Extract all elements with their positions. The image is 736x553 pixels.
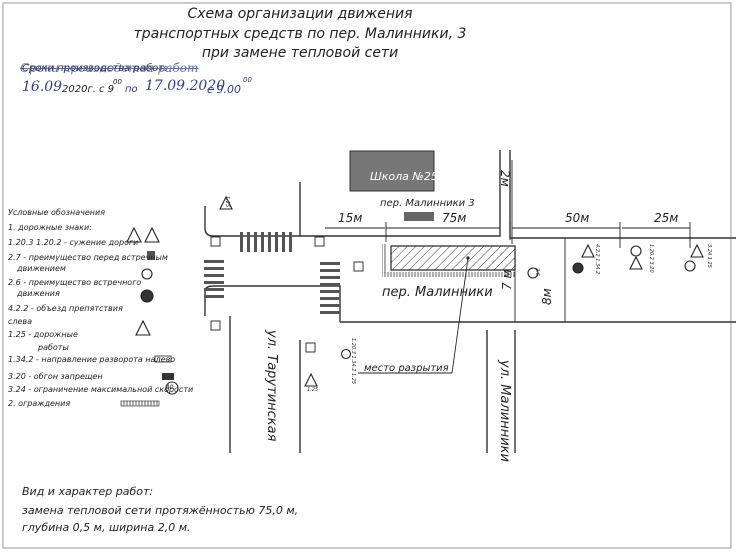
dimension-8m: 8м: [540, 288, 554, 305]
sign-code-26: 2.6: [534, 268, 540, 276]
dimension-15m: 15м: [338, 211, 363, 225]
street-right-label: ул. Малинники: [497, 360, 512, 462]
legend-item: 1.34.2 - направление разворота налево: [8, 355, 176, 364]
fence-legend: [120, 400, 160, 407]
sign-code-6: 3.24 1.25: [706, 244, 712, 268]
dimension-50m: 50м: [565, 211, 590, 225]
road-sign-circles: [140, 245, 696, 395]
school-building: [349, 150, 435, 192]
title-line-2: транспортных средств по пер. Малинники, …: [133, 26, 467, 42]
dimension-25m: 25м: [654, 211, 679, 225]
road-sign-triangles: [126, 195, 704, 387]
legend-item: работы: [38, 343, 69, 352]
legend-item: 2.6 - преимущество встречного: [8, 278, 142, 287]
legend-item: слева: [8, 317, 33, 326]
sign-1-34-2: [154, 355, 172, 363]
dimension-2m: 2м: [498, 170, 512, 187]
sign-code-125-bottom: 1.25: [307, 387, 319, 393]
speed-limit-value: 40: [166, 384, 174, 391]
work-period-label: Сроки производства работ:: [22, 63, 168, 74]
work-period-sup: 00: [113, 78, 122, 86]
fence-bottom: [382, 272, 516, 277]
pedestrian-signs: [210, 236, 364, 353]
excavation-label: место разрытия: [364, 363, 449, 374]
sign-code-3: 1.20.2 3.20: [648, 244, 654, 273]
legend-item: 2.7 - преимущество перед встречным: [8, 253, 168, 262]
excavation-leader: [451, 257, 469, 374]
dimension-lines: [325, 160, 691, 322]
work-description-line-3: глубина 0,5 м, ширина 2,0 м.: [22, 521, 191, 534]
crosswalks: [204, 232, 340, 314]
work-period-strike: Сроки производства работ: [20, 61, 199, 75]
legend-item: 1. дорожные знаки:: [8, 223, 92, 232]
dimension-7m: 7 м: [500, 269, 514, 290]
house-building: [404, 212, 434, 221]
legend-item: 3.20 - обгон запрещен: [8, 372, 103, 381]
road-outlines: [204, 150, 736, 453]
handwritten-end-date: 17.09.2020: [145, 78, 226, 94]
fence-left: [382, 244, 386, 274]
legend-item: 1.25 - дорожные: [8, 330, 78, 339]
legend-item: 4.2.2 - объезд препятствия: [8, 304, 123, 313]
sign-code-4: 4.2.2 1.34.2: [594, 244, 600, 275]
school-label: Школа №25: [370, 170, 438, 183]
work-description-line-2: замена тепловой сети протяжённостью 75,0…: [22, 504, 299, 517]
dimension-75m: 75м: [442, 211, 467, 225]
handwritten-start-date: 16.09: [22, 79, 63, 95]
legend-item: 2. ограждения: [8, 399, 71, 408]
handwritten-to: по: [125, 84, 138, 95]
sign-3-20: [162, 373, 174, 380]
sign-2-7: [147, 251, 155, 260]
work-period-year: 2020г. с 9: [62, 84, 115, 95]
work-description-line-1: Вид и характер работ:: [22, 485, 154, 498]
legend-item: движением: [17, 264, 66, 273]
handwritten-sup: 00: [243, 76, 252, 84]
sign-code-5: 1.20.3 1.34.2 1.25: [350, 338, 356, 385]
lane-street-label: пер. Малинники: [382, 285, 493, 300]
sign-code-125-top: 1.25: [224, 196, 230, 208]
excavation-area: [390, 245, 516, 271]
title-line-1: Схема организации движения: [187, 6, 413, 22]
legend-item: движения: [17, 289, 60, 298]
legend-item: 3.24 - ограничение максимальной скорости: [8, 385, 194, 394]
legend-item: 1.20.3 1.20.2 - сужение дороги: [8, 238, 139, 247]
handwritten-time: с 9.00: [207, 83, 242, 96]
building-label: пер. Малинники 3: [380, 198, 475, 209]
legend-heading: Условные обозначения: [8, 208, 106, 217]
title-line-3: при замене тепловой сети: [201, 45, 399, 61]
street-left-label: ул. Тарутинская: [264, 330, 279, 442]
